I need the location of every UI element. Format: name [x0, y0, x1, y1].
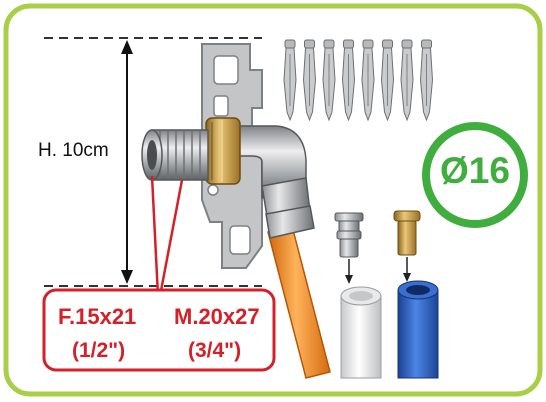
hollow-wall-anchor-icon — [341, 39, 356, 122]
hollow-wall-anchor-icon — [419, 39, 434, 122]
diameter-badge-label: Ø16 — [440, 150, 510, 191]
female-thread-size: F.15x21 — [58, 304, 137, 329]
arrow-down-icon — [403, 257, 411, 282]
pipe-insert-steel-icon — [334, 212, 364, 258]
male-thread-inch: (3/4") — [188, 339, 242, 362]
diameter-badge — [422, 122, 528, 228]
hollow-wall-anchor-icon — [322, 39, 336, 122]
female-thread-pointer — [150, 175, 160, 297]
brass-nut-icon — [205, 117, 241, 185]
male-thread-pointer — [158, 179, 184, 297]
height-label: H. 10cm — [38, 140, 109, 161]
hollow-wall-anchor-icon — [380, 39, 395, 122]
height-dimension-arrow — [121, 40, 133, 284]
female-thread-inch: (1/2") — [72, 339, 126, 362]
thread-size-box — [42, 288, 276, 372]
hollow-wall-anchor-icon — [361, 39, 375, 122]
hollow-wall-anchor-icon — [302, 39, 317, 122]
male-thread-size: M.20x27 — [174, 304, 260, 329]
arrow-down-icon — [345, 259, 353, 284]
pipe-insert-brass-icon — [393, 210, 421, 256]
white-pipe-icon — [340, 286, 382, 379]
threaded-stub-icon — [141, 129, 209, 181]
blue-pipe-icon — [397, 280, 439, 379]
hollow-wall-anchor-icon — [400, 39, 414, 122]
anchors-group — [283, 39, 434, 122]
elbow-fitting-icon — [235, 125, 315, 239]
hollow-wall-anchor-icon — [283, 39, 297, 122]
